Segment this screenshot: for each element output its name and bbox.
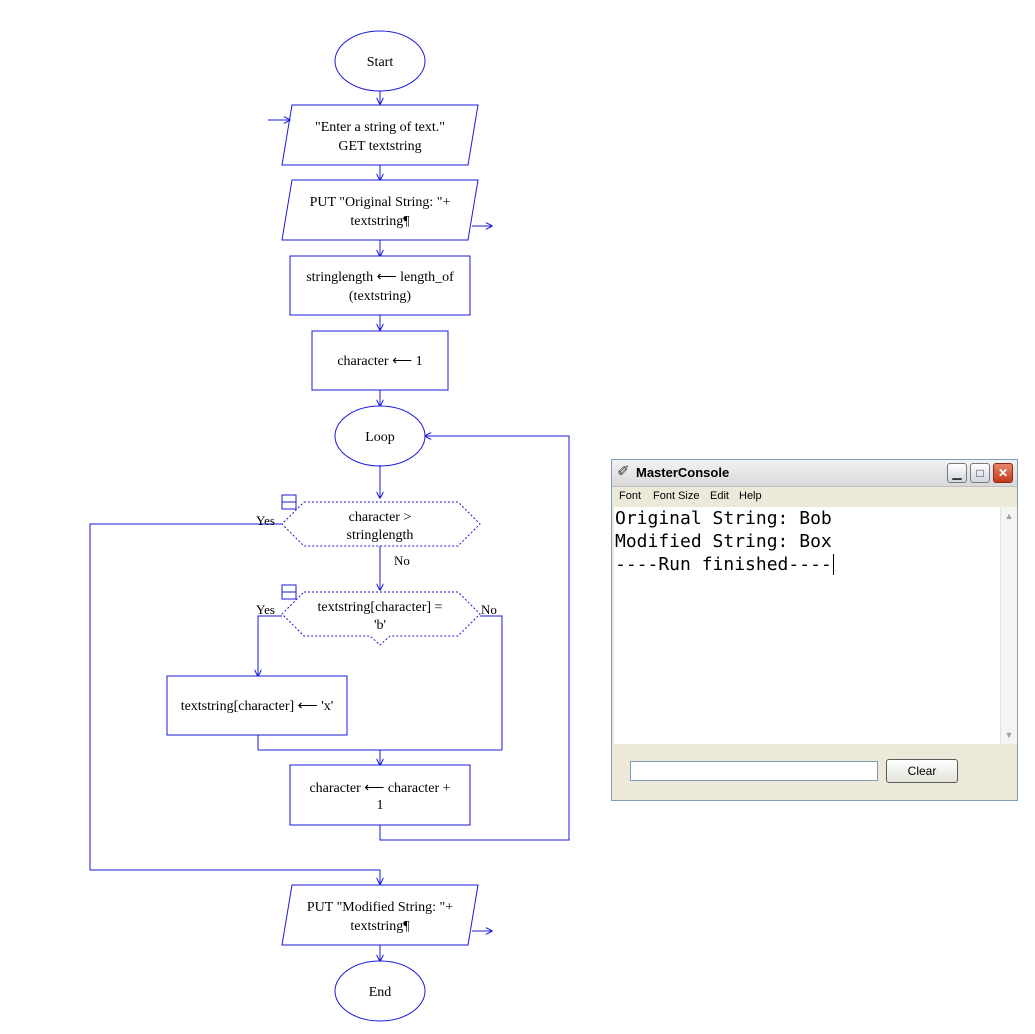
decision-length-shape [281,501,481,547]
output-original-line2: textstring¶ [350,214,410,229]
console-input-bar: Clear [612,744,1017,800]
assign-length-box [289,255,471,316]
maximize-icon: □ [976,466,984,480]
collapse-toggle-decision1 [281,494,297,510]
output-modified-line2: textstring¶ [350,919,410,934]
close-icon: ✕ [997,466,1009,480]
decision-length-line2: stringlength [347,528,414,543]
output-line: Original String: Bob [615,508,832,529]
output-line: ----Run finished---- [614,553,1000,576]
decision-char-no: No [481,602,497,617]
output-line-text: ----Run finished---- [615,554,832,575]
start-label: Start [367,55,394,70]
clear-button[interactable]: Clear [886,759,958,783]
menu-font-size[interactable]: Font Size [653,490,700,502]
increment-line2: 1 [377,798,384,813]
console-title: MasterConsole [636,465,730,480]
maximize-button[interactable]: □ [970,463,990,483]
assign-length-line2: (textstring) [349,289,412,304]
increment-box [289,764,471,826]
collapse-toggle-decision2 [281,584,297,600]
loop-label: Loop [365,430,395,445]
close-button[interactable]: ✕ [993,463,1013,483]
end-terminal [334,960,426,1022]
menu-edit[interactable]: Edit [710,490,729,502]
menu-help[interactable]: Help [739,490,762,502]
scroll-down-icon[interactable]: ▼ [1004,730,1014,740]
decision-length-no: No [394,553,410,568]
output-original-shape [281,179,479,241]
output-modified-line1: PUT "Modified String: "+ [307,900,453,915]
input-shape [281,104,479,166]
assign-char-box [311,330,449,391]
start-terminal [334,30,426,92]
output-original-line1: PUT "Original String: "+ [310,195,451,210]
scroll-up-icon[interactable]: ▲ [1004,511,1014,521]
decision-char-shape [281,591,481,646]
minimize-button[interactable]: ▁ [947,463,967,483]
increment-line1: character ⟵ character + [309,781,450,796]
assign-char-label: character ⟵ 1 [337,354,422,369]
decision-length-line1: character > [349,510,412,525]
decision-char-line2: 'b' [374,618,386,633]
console-menubar: Font Font Size Edit Help [612,487,1017,507]
input-line2: GET textstring [338,139,421,154]
output-modified-shape [281,884,479,946]
text-cursor [832,554,834,575]
output-scrollbar[interactable]: ▲ ▼ [1000,507,1017,744]
console-titlebar[interactable]: ✐ MasterConsole ▁ □ ✕ [612,460,1017,487]
raptor-icon: ✐ [617,463,630,480]
console-output[interactable]: Original String: Bob Modified String: Bo… [614,507,1000,744]
decision-char-yes: Yes [256,602,275,617]
output-line: Modified String: Box [615,531,832,552]
decision-length-yes: Yes [256,513,275,528]
replace-box [166,675,348,736]
console-input[interactable] [630,761,878,781]
input-line1: "Enter a string of text." [315,120,445,135]
end-label: End [369,985,392,1000]
menu-font[interactable]: Font [619,490,642,502]
assign-length-line1: stringlength ⟵ length_of [306,270,454,285]
replace-label: textstring[character] ⟵ 'x' [181,699,334,714]
master-console-window: ✐ MasterConsole ▁ □ ✕ Font Font Size Edi… [611,459,1018,801]
loop-terminal [334,405,426,467]
decision-char-line1: textstring[character] = [318,600,443,615]
minimize-icon: ▁ [952,466,962,480]
